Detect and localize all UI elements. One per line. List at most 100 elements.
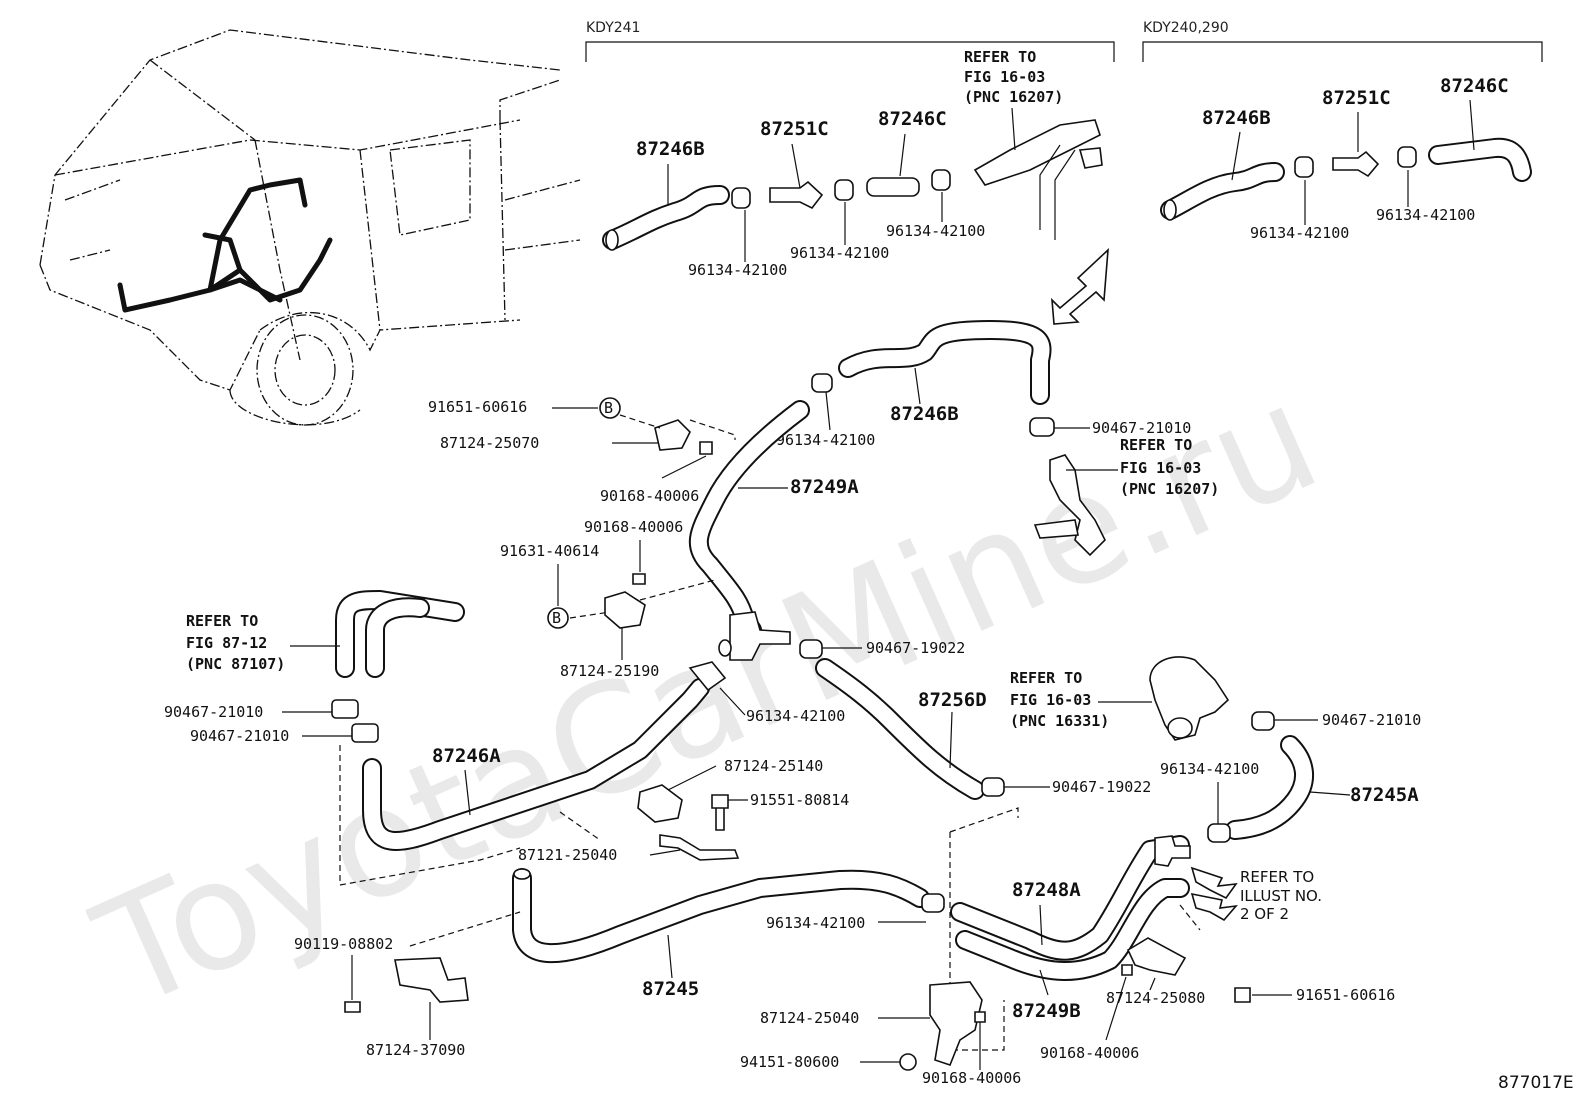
straight-hose-icon [866, 177, 920, 197]
clamp-icon [799, 639, 823, 659]
ref-left-line3: (PNC 87107) [186, 655, 285, 673]
part-96134-d: 96134-42100 [1250, 224, 1349, 242]
top-row-kdy241: 87246B 96134-42100 87251C 96134-42100 87… [602, 48, 1103, 279]
arrow-icon [1190, 892, 1238, 922]
clamp-bracket-icon [604, 591, 646, 629]
bolt-icon [1234, 987, 1251, 1003]
callout-b-top-text: B [604, 399, 613, 417]
label-87251C-top: 87251C [760, 118, 829, 140]
top-row-kdy240-290: 87246B 96134-42100 87251C 96134-42100 87… [1160, 75, 1532, 242]
joint-icon [1332, 150, 1380, 178]
part-94151-80600: 94151-80600 [740, 1053, 839, 1071]
part-90467-21010-a: 90467-21010 [1092, 419, 1191, 437]
clamp-bracket-icon [654, 419, 691, 451]
ref-thermo-line3: (PNC 16331) [1010, 712, 1109, 730]
clamp-icon [1029, 417, 1055, 437]
thermostat-87245A: REFER TO FIG 16-03 (PNC 16331) 90467-210… [1010, 656, 1421, 843]
callout-b-bottom [547, 607, 569, 629]
ref-thermo-line1: REFER TO [1010, 669, 1082, 687]
label-87256D: 87256D [918, 689, 987, 711]
clamp-icon [688, 661, 727, 692]
lower-hoses: 87245 96134-42100 87248A 87249B REFER TO… [512, 807, 1322, 1051]
left-brackets: B 91651-60616 87124-25070 90168-40006 90… [428, 397, 965, 680]
part-87124-25040: 87124-25040 [760, 1009, 859, 1027]
ref-mid-line1: REFER TO [1120, 436, 1192, 454]
callout-b-bottom-text: B [552, 609, 561, 627]
part-96134-h: 96134-42100 [1160, 760, 1259, 778]
part-90119-08802: 90119-08802 [294, 935, 393, 953]
part-96134-c: 96134-42100 [886, 222, 985, 240]
part-91551-80814: 91551-80814 [750, 791, 849, 809]
joint-icon [769, 180, 824, 210]
bottom-parts: 87124-37090 90119-08802 87124-25040 9415… [294, 911, 1395, 1087]
part-90168-40006-a: 90168-40006 [600, 487, 699, 505]
part-96134-i: 96134-42100 [766, 914, 865, 932]
group-label-kdy240-290: KDY240,290 [1143, 20, 1229, 36]
clamp-icon [931, 169, 951, 191]
hose-87256D: 87256D 90467-19022 [815, 658, 1151, 800]
callout-b-top [599, 397, 621, 419]
part-87124-25140: 87124-25140 [724, 757, 823, 775]
part-96134-g: 96134-42100 [746, 707, 845, 725]
label-87246B-top: 87246B [636, 138, 705, 160]
ref-thermo-line2: FIG 16-03 [1010, 691, 1091, 709]
part-90467-21010-d: 90467-21010 [1322, 711, 1421, 729]
part-96134-f: 96134-42100 [776, 431, 875, 449]
label-87248A: 87248A [1012, 879, 1081, 901]
figure-code: 877017E [1498, 1073, 1574, 1093]
water-pipe-icon [973, 119, 1101, 186]
ref-illust-line2: ILLUST NO. [1240, 887, 1322, 905]
part-87124-25080: 87124-25080 [1106, 989, 1205, 1007]
part-91651-60616-b: 91651-60616 [1296, 986, 1395, 1004]
arrow-icon [1190, 866, 1238, 900]
bolt-icon [344, 1001, 361, 1013]
part-90168-40006-d: 90168-40006 [1040, 1044, 1139, 1062]
clamp-icon [921, 893, 945, 913]
clamp-icon [1207, 823, 1231, 843]
part-96134-a: 96134-42100 [688, 261, 787, 279]
part-90467-21010-b: 90467-21010 [164, 703, 263, 721]
part-90168-40006-c: 90168-40006 [922, 1069, 1021, 1087]
label-87249A: 87249A [790, 476, 859, 498]
part-87124-25070: 87124-25070 [440, 434, 539, 452]
part-87121-25040: 87121-25040 [518, 846, 617, 864]
bolt-icon [699, 441, 713, 455]
left-87246A: REFER TO FIG 87-12 (PNC 87107) 90467-210… [164, 590, 845, 886]
ref-mid-line2: FIG 16-03 [1120, 459, 1201, 477]
bolt-icon [632, 573, 646, 585]
label-87251C-right: 87251C [1322, 87, 1391, 109]
main-upper-hoses: 87246B 96134-42100 90467-21010 87249A RE… [688, 320, 1219, 661]
ref-top-line3: (PNC 16207) [964, 88, 1063, 106]
bracket-icon [394, 957, 469, 1003]
ref-illust-line1: REFER TO [1240, 868, 1314, 886]
clamp-icon [834, 179, 854, 201]
clamp-icon [331, 699, 359, 719]
clamp-bracket-icon [637, 784, 683, 823]
clamp-icon [1251, 711, 1275, 731]
clamp-icon [981, 777, 1005, 797]
part-87124-25190: 87124-25190 [560, 662, 659, 680]
part-90467-19022-a: 90467-19022 [866, 639, 965, 657]
ref-top-line2: FIG 16-03 [964, 68, 1045, 86]
bolt-icon [711, 794, 729, 831]
label-87246C-right: 87246C [1440, 75, 1509, 97]
part-96134-e: 96134-42100 [1376, 206, 1475, 224]
plate-bracket-icon [659, 834, 740, 861]
ref-left-line2: FIG 87-12 [186, 634, 267, 652]
clamp-bracket-icon [929, 981, 983, 1066]
ref-mid-line3: (PNC 16207) [1120, 480, 1219, 498]
label-87246B-main: 87246B [890, 403, 959, 425]
clamp-icon [1397, 146, 1417, 168]
part-91631-40614: 91631-40614 [500, 542, 599, 560]
part-91651-60616-a: 91651-60616 [428, 398, 527, 416]
middle-brackets: 87124-25140 91551-80814 87121-25040 [518, 757, 849, 864]
label-87249B: 87249B [1012, 1000, 1081, 1022]
label-87246A: 87246A [432, 745, 501, 767]
vehicle-sketch [39, 29, 581, 426]
ref-left-line1: REFER TO [186, 612, 258, 630]
clamp-icon [1294, 156, 1314, 178]
part-96134-b: 96134-42100 [790, 244, 889, 262]
label-87246B-right: 87246B [1202, 107, 1271, 129]
